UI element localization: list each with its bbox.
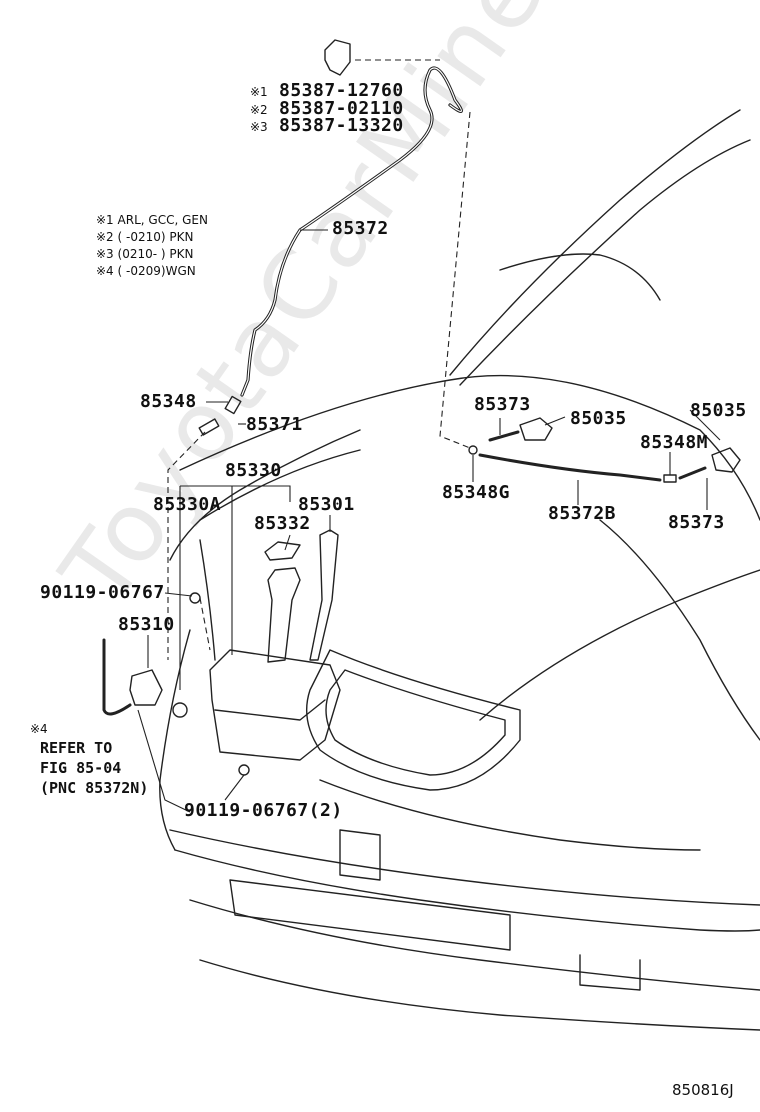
car-body-mid bbox=[319, 779, 701, 851]
joint-85348M bbox=[663, 474, 677, 483]
mark-1: ※1 bbox=[250, 85, 268, 99]
leader-90119-b bbox=[224, 774, 245, 801]
car-bumper-bottom bbox=[189, 899, 760, 991]
leader-85035-left bbox=[544, 416, 566, 426]
hose-85372B bbox=[478, 453, 662, 482]
hose-85373-left bbox=[488, 430, 520, 442]
note-mark: ※2 bbox=[96, 230, 114, 244]
hose-85310-feed bbox=[102, 638, 132, 716]
joint-85348 bbox=[224, 395, 242, 415]
applicability-note-4: ※4 ( -0209)WGN bbox=[96, 265, 196, 277]
car-headlight bbox=[305, 649, 521, 791]
car-roof-line bbox=[499, 253, 661, 301]
note-mark: ※1 bbox=[96, 213, 114, 227]
part-85035-right[interactable]: 85035 bbox=[690, 400, 747, 421]
applicability-note-2: ※2 ( -0210) PKN bbox=[96, 231, 193, 243]
car-foglight bbox=[339, 829, 381, 881]
bolt-90119-b bbox=[238, 764, 250, 776]
washer-tank-neck bbox=[267, 567, 301, 663]
applicability-note-1: ※1 ARL, GCC, GEN bbox=[96, 214, 208, 226]
nozzle-85387 bbox=[324, 39, 351, 76]
part-85373-left[interactable]: 85373 bbox=[474, 394, 531, 415]
car-bumper-lower bbox=[199, 959, 760, 1031]
note-mark: ※4 bbox=[96, 264, 114, 278]
part-85387-13320: 85387-13320 bbox=[279, 115, 404, 136]
car-windshield-outline bbox=[449, 109, 741, 376]
part-85348[interactable]: 85348 bbox=[140, 391, 197, 412]
car-hood-crease bbox=[199, 449, 361, 521]
part-85371[interactable]: 85371 bbox=[246, 414, 303, 435]
leader-85330-bracket bbox=[179, 485, 291, 690]
note-text: ARL, GCC, GEN bbox=[117, 213, 208, 227]
car-hood-outline bbox=[179, 374, 760, 521]
car-headlight-inner bbox=[325, 669, 506, 776]
grommet bbox=[172, 702, 188, 718]
part-85348M[interactable]: 85348M bbox=[640, 432, 709, 453]
figure-id: 850816J bbox=[672, 1081, 734, 1099]
level-sensor-85301 bbox=[309, 529, 339, 661]
washer-tank-85301 bbox=[209, 649, 341, 761]
note-text: (0210- ) PKN bbox=[117, 247, 194, 261]
part-85330A[interactable]: 85330A bbox=[153, 494, 222, 515]
joint-85348G bbox=[468, 445, 478, 455]
leader-90119-a bbox=[164, 592, 193, 597]
part-85387-02110: 85387-02110 bbox=[279, 98, 404, 119]
leader-85035-right bbox=[689, 409, 721, 441]
car-windshield-inner bbox=[459, 139, 751, 386]
part-85035-left[interactable]: 85035 bbox=[570, 408, 627, 429]
hose-85373-right bbox=[678, 466, 707, 480]
car-front-lower bbox=[174, 849, 760, 932]
leader-85371-down bbox=[167, 431, 206, 660]
part-90119-06767[interactable]: 90119-06767 bbox=[40, 582, 165, 603]
hose-85372-inner bbox=[241, 67, 462, 396]
leader-85387-to-tank bbox=[439, 111, 471, 449]
nozzle-85035-left bbox=[519, 417, 553, 441]
refer-line-1[interactable]: REFER TO bbox=[40, 739, 113, 757]
mark-2: ※2 bbox=[250, 103, 268, 117]
tank-cap-85332 bbox=[264, 541, 301, 561]
part-85387-12760: 85387-12760 bbox=[279, 80, 404, 101]
part-85301[interactable]: 85301 bbox=[298, 494, 355, 515]
nozzle-85035-right bbox=[711, 447, 741, 473]
leader-bolt-a bbox=[199, 597, 211, 651]
washer-tank-body bbox=[214, 699, 326, 721]
refer-line-2[interactable]: FIG 85-04 bbox=[40, 759, 122, 777]
refer-mark: ※4 bbox=[30, 722, 48, 736]
part-85310[interactable]: 85310 bbox=[118, 614, 175, 635]
part-90119-06767-2[interactable]: 90119-06767(2) bbox=[184, 800, 343, 821]
joint-85371 bbox=[198, 418, 220, 436]
pump-85310 bbox=[129, 669, 163, 706]
car-side-line bbox=[599, 519, 760, 741]
applicability-note-3: ※3 (0210- ) PKN bbox=[96, 248, 193, 260]
part-85332[interactable]: 85332 bbox=[254, 513, 311, 534]
part-85348G[interactable]: 85348G bbox=[442, 482, 511, 503]
bolt-90119-a bbox=[189, 592, 201, 604]
part-85330[interactable]: 85330 bbox=[225, 460, 282, 481]
car-fender-arc bbox=[479, 569, 760, 721]
part-85372[interactable]: 85372 bbox=[332, 218, 389, 239]
car-lower-vent bbox=[579, 954, 641, 991]
car-grille-opening bbox=[229, 879, 511, 951]
leader-85332 bbox=[284, 534, 291, 551]
part-85372B[interactable]: 85372B bbox=[548, 503, 617, 524]
car-bumper-top bbox=[169, 829, 760, 906]
refer-line-3[interactable]: (PNC 85372N) bbox=[40, 779, 149, 797]
note-mark: ※3 bbox=[96, 247, 114, 261]
part-85373-right[interactable]: 85373 bbox=[668, 512, 725, 533]
note-text: ( -0209)WGN bbox=[117, 264, 196, 278]
note-text: ( -0210) PKN bbox=[117, 230, 194, 244]
mark-3: ※3 bbox=[250, 120, 268, 134]
car-hood-front bbox=[199, 539, 216, 661]
leader-refer bbox=[137, 709, 191, 813]
car-fender-left bbox=[169, 429, 361, 561]
